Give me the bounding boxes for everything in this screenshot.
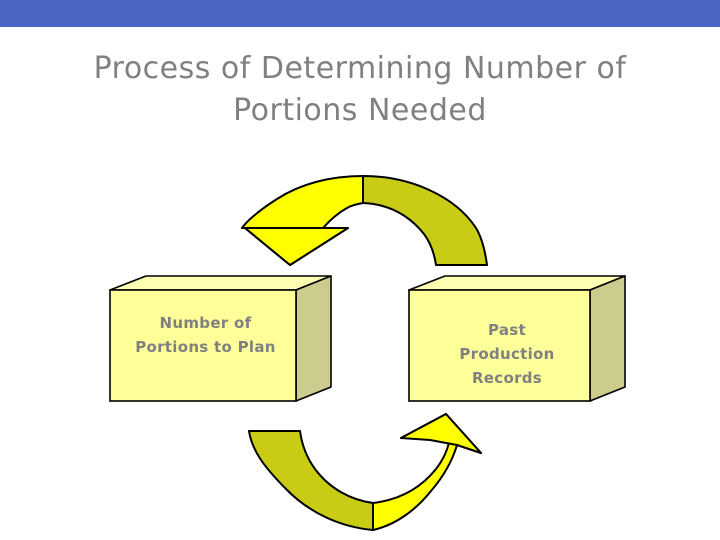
box-left-label: Number of Portions to Plan	[135, 314, 276, 356]
arrow-bottom-head-icon	[400, 413, 482, 454]
box-right-front-face	[408, 289, 591, 402]
box-left-top-face	[109, 275, 332, 291]
box-left-side-face	[295, 275, 332, 402]
box-left	[109, 275, 332, 402]
box-right-label: Past Production Records	[459, 321, 555, 387]
arrow-top-head-icon	[244, 227, 349, 266]
arrow-top-shade-segment	[362, 175, 488, 266]
box-right-top-face	[408, 275, 626, 291]
slide-header-bar	[0, 0, 720, 27]
box-left-front-face	[109, 289, 297, 402]
arrow-bottom	[248, 413, 482, 531]
arrow-top	[241, 175, 488, 266]
arrow-bottom-shade-segment	[248, 430, 374, 531]
page-title: Process of Determining Number of Portion…	[93, 51, 627, 128]
box-right	[408, 275, 626, 402]
